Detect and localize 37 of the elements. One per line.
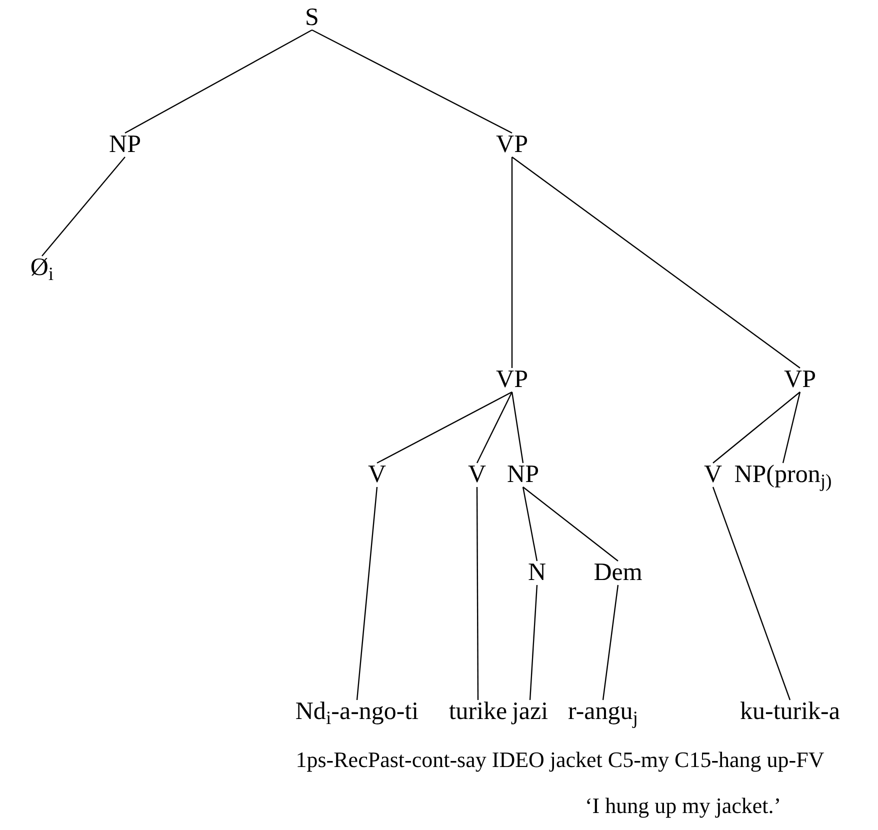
tree-node-label: Nd$_{i}$-a-ngo-ti [295, 698, 419, 726]
tree-branch [782, 392, 801, 464]
tree-node-label: VP [496, 131, 528, 159]
tree-node-label: NP [507, 461, 539, 489]
tree-node-label: jazi [512, 698, 548, 726]
tree-branch [602, 584, 619, 700]
translation: ‘I hung up my jacket.’ [584, 793, 782, 819]
tree-node-label: Ø$_{i}$ [30, 254, 54, 282]
tree-node-label: r-angu$_{j}$ [568, 698, 638, 726]
tree-branch [511, 157, 513, 368]
tree-branch [522, 486, 618, 562]
tree-node-label: Dem [594, 559, 642, 587]
tree-node-label: V [704, 461, 722, 489]
tree-node-label: NP(pron$_{j)}$ [734, 461, 832, 489]
tree-node-label: V [368, 461, 386, 489]
tree-node-label: N [528, 559, 546, 587]
tree-node-label: VP [496, 366, 528, 394]
tree-branch [522, 486, 538, 562]
tree-branch [529, 584, 538, 700]
tree-branch [124, 29, 312, 134]
tree-branch [356, 486, 378, 700]
gloss-line: 1ps-RecPast-cont-say IDEO jacket C5-my C15-hang up-FV [296, 747, 824, 773]
tree-branch [476, 487, 479, 700]
tree-branch [42, 156, 126, 256]
tree-branch [312, 29, 512, 134]
tree-branch [511, 392, 524, 464]
tree-branch [712, 392, 800, 464]
tree-node-label: S [305, 4, 319, 32]
tree-branch [712, 486, 791, 700]
tree-branch [476, 392, 513, 464]
tree-branch [512, 156, 800, 368]
tree-node-label: turike [448, 698, 508, 726]
tree-node-label: ku-turik-a [740, 698, 840, 726]
tree-node-label: V [468, 461, 486, 489]
tree-node-label: NP [109, 131, 141, 159]
tree-node-label: VP [784, 366, 816, 394]
tree-branch [376, 391, 512, 464]
